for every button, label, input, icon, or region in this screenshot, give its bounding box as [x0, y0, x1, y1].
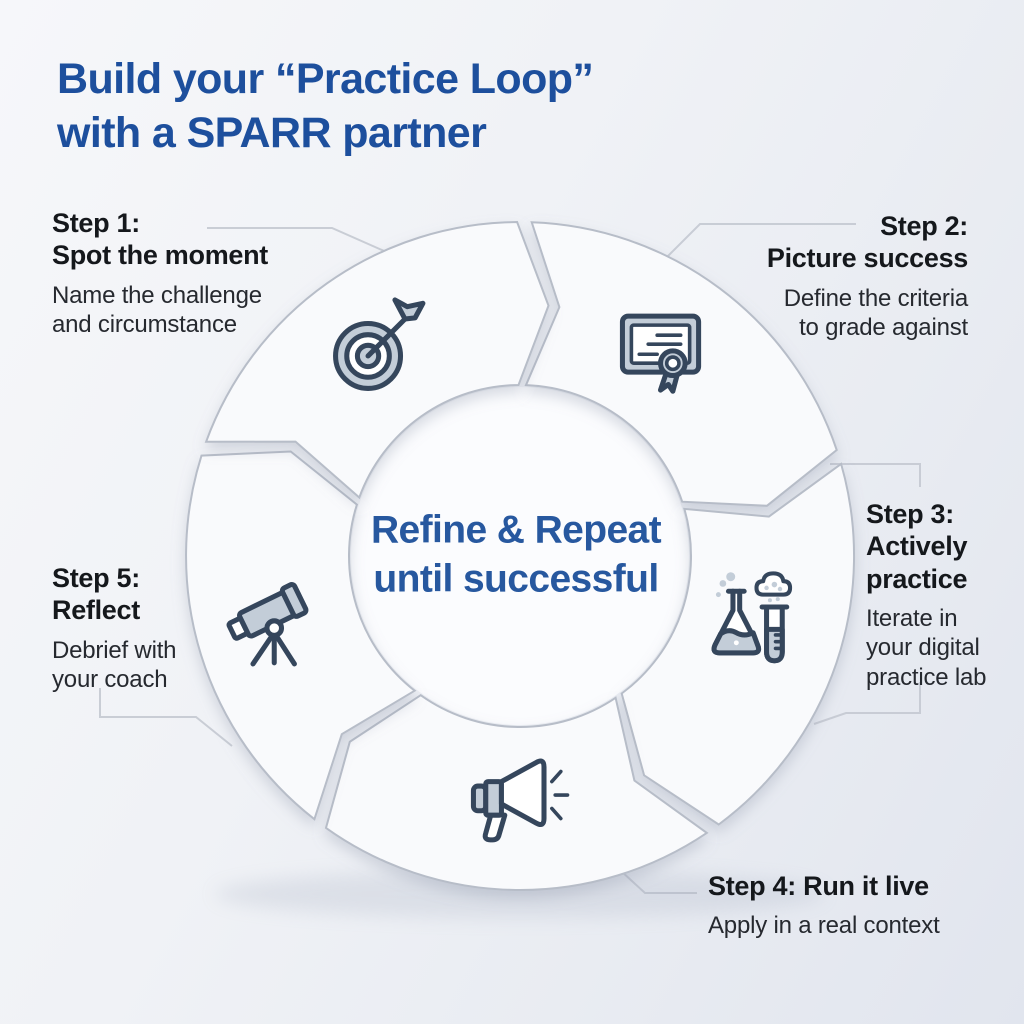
connector-step-3-bottom [813, 682, 921, 725]
ring-segment-4 [185, 450, 417, 821]
certificate-icon [619, 313, 702, 394]
ring-ground-shadow [215, 870, 825, 918]
step-3-description: Iterate in your digital practice lab [866, 605, 987, 691]
center-label: Refine & Repeat until successful [370, 508, 662, 600]
connector-step-2 [659, 223, 856, 265]
step-5-heading: Step 5: Reflect [52, 563, 140, 626]
connector-step-5 [99, 688, 233, 747]
step-5-block: Step 5: Reflect Debrief with your coach [52, 562, 177, 694]
center-circle [351, 387, 689, 725]
telescope-icon [226, 582, 309, 667]
step-2-description: Define the criteria to grade against [783, 284, 968, 342]
step-1-block: Step 1: Spot the moment Name the challen… [52, 207, 268, 339]
step-4-heading: Step 4: Run it live [708, 871, 929, 901]
target-icon [333, 297, 426, 391]
step-5-description: Debrief with your coach [52, 636, 177, 694]
step-4-block: Step 4: Run it live Apply in a real cont… [708, 870, 940, 941]
connector-step-3-top [830, 463, 921, 487]
step-3-block: Step 3: Actively practice Iterate in you… [866, 498, 987, 692]
megaphone-icon [470, 758, 570, 843]
step-4-description: Apply in a real context [708, 912, 940, 940]
connector-step-1 [207, 227, 401, 259]
step-2-block: Step 2: Picture success Define the crite… [767, 210, 968, 342]
flask-icon [711, 571, 793, 664]
connector-lines [99, 223, 921, 894]
step-1-heading: Step 1: Spot the moment [52, 208, 268, 271]
step-3-heading: Step 3: Actively practice [866, 499, 968, 594]
step-1-description: Name the challenge and circumstance [52, 281, 262, 339]
step-2-heading: Step 2: Picture success [766, 211, 968, 274]
page-title: Build your “Practice Loop” with a SPARR … [57, 55, 594, 158]
